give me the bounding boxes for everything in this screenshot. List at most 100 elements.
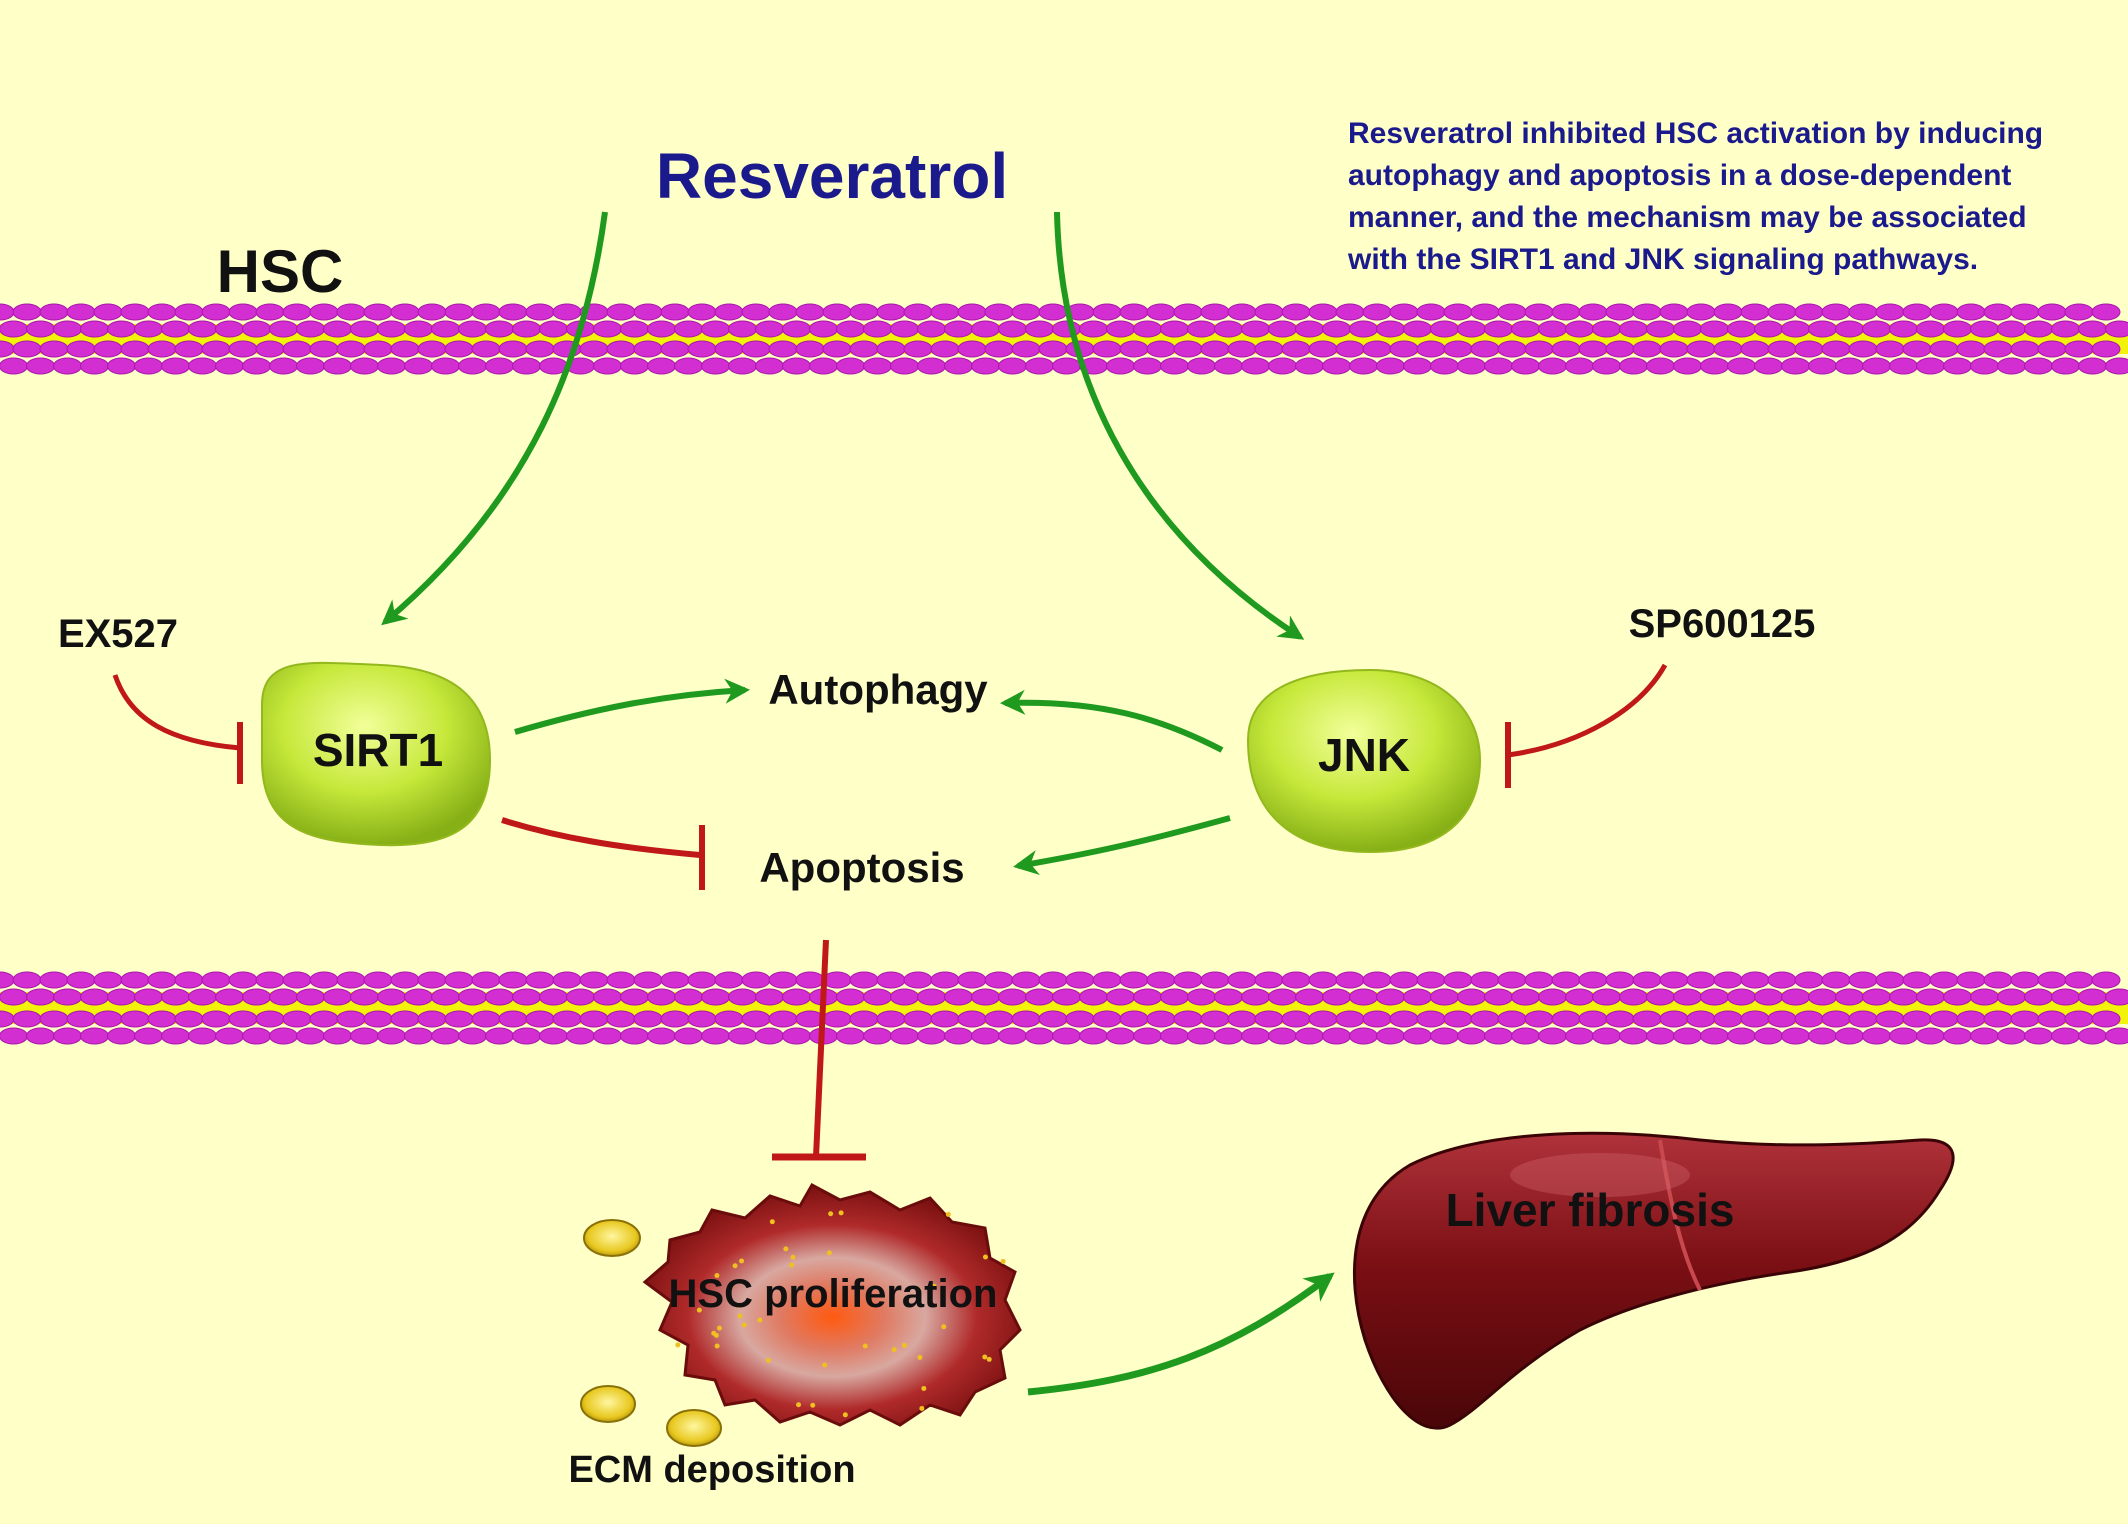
lipid-head xyxy=(1956,971,1986,989)
lipid-head xyxy=(1254,1010,1284,1028)
lipid-head xyxy=(755,357,784,375)
lipid-head xyxy=(242,357,271,375)
lipid-head xyxy=(1497,971,1527,989)
lipid-head xyxy=(1268,1027,1297,1045)
lipid-head xyxy=(1200,303,1230,321)
lipid-head xyxy=(782,1027,811,1045)
lipid-head xyxy=(1713,303,1743,321)
lipid-head xyxy=(1916,988,1945,1006)
lipid-head xyxy=(1308,971,1338,989)
lipid-head xyxy=(836,357,865,375)
lipid-head xyxy=(660,340,690,358)
summary-line: with the SIRT1 and JNK signaling pathway… xyxy=(1347,243,1978,276)
lipid-head xyxy=(863,320,892,338)
granule xyxy=(714,1273,720,1279)
lipid-head xyxy=(404,988,433,1006)
lipid-head xyxy=(633,1010,663,1028)
lipid-head xyxy=(1254,303,1284,321)
lipid-head xyxy=(120,303,150,321)
lipid-head xyxy=(782,357,811,375)
lipid-head xyxy=(890,357,919,375)
lipid-head xyxy=(1362,340,1392,358)
lipid-head xyxy=(768,303,798,321)
lipid-head xyxy=(917,988,946,1006)
lipid-head xyxy=(1875,1010,1905,1028)
lipid-head xyxy=(1754,988,1783,1006)
lipid-head xyxy=(2064,303,2094,321)
lipid-head xyxy=(1538,357,1567,375)
lipid-head xyxy=(120,971,150,989)
lipid-head xyxy=(336,1010,366,1028)
granule xyxy=(915,1286,921,1292)
lipid-head xyxy=(1430,357,1459,375)
lipid-head xyxy=(39,971,69,989)
lipid-head xyxy=(1673,1027,1702,1045)
lipid-head xyxy=(26,1027,55,1045)
lipid-head xyxy=(687,340,717,358)
lipid-head xyxy=(1133,1027,1162,1045)
lipid-head xyxy=(1038,971,1068,989)
lipid-head xyxy=(1902,340,1932,358)
lipid-head xyxy=(107,1027,136,1045)
lipid-head xyxy=(1187,357,1216,375)
lipid-head xyxy=(2064,971,2094,989)
lipid-head xyxy=(647,320,676,338)
lipid-head xyxy=(606,971,636,989)
granule xyxy=(986,1356,992,1362)
lipid-head xyxy=(1133,320,1162,338)
lipid-head xyxy=(323,357,352,375)
lipid-head xyxy=(12,303,42,321)
lipid-head xyxy=(1281,340,1311,358)
lipid-head xyxy=(2051,320,2080,338)
lipid-head xyxy=(741,303,771,321)
lipid-head xyxy=(1281,303,1311,321)
lipid-head xyxy=(269,988,298,1006)
liver-icon: Liver fibrosis xyxy=(1352,1131,1955,1430)
lipid-head xyxy=(1808,320,1837,338)
lipid-head xyxy=(1646,988,1675,1006)
lipid-head xyxy=(1389,1010,1419,1028)
lipid-head xyxy=(957,971,987,989)
lipid-head xyxy=(903,1010,933,1028)
lipid-head xyxy=(309,340,339,358)
lipid-head xyxy=(1241,320,1270,338)
lipid-head xyxy=(1565,1027,1594,1045)
lipid-head xyxy=(674,988,703,1006)
lipid-head xyxy=(2010,303,2040,321)
jnk-node: JNK xyxy=(1246,668,1482,854)
lipid-head xyxy=(1133,357,1162,375)
lipid-head xyxy=(53,988,82,1006)
lipid-head xyxy=(566,988,595,1006)
lipid-head xyxy=(404,1027,433,1045)
lipid-head xyxy=(525,1010,555,1028)
lipid-head xyxy=(1997,988,2026,1006)
lipid-head xyxy=(1956,1010,1986,1028)
lipid-head xyxy=(633,971,663,989)
lipid-head xyxy=(1538,320,1567,338)
lipid-head xyxy=(930,303,960,321)
lipid-head xyxy=(849,1010,879,1028)
granule xyxy=(717,1325,723,1331)
lipid-head xyxy=(1470,1010,1500,1028)
lipid-head xyxy=(323,320,352,338)
lipid-head xyxy=(498,971,528,989)
lipid-head xyxy=(1700,988,1729,1006)
lipid-head xyxy=(1335,340,1365,358)
lipid-head xyxy=(1295,1027,1324,1045)
lipid-head xyxy=(1511,320,1540,338)
lipid-head xyxy=(1322,320,1351,338)
lipid-head xyxy=(323,988,352,1006)
lipid-head xyxy=(93,1010,123,1028)
lipid-head xyxy=(1430,1027,1459,1045)
lipid-head xyxy=(795,303,825,321)
lipid-head xyxy=(2010,971,2040,989)
lipid-head xyxy=(1929,303,1959,321)
lipid-head xyxy=(471,303,501,321)
lipid-head xyxy=(66,971,96,989)
lipid-head xyxy=(1889,1027,1918,1045)
lipid-head xyxy=(701,357,730,375)
lipid-head xyxy=(1983,303,2013,321)
lipid-head xyxy=(0,320,28,338)
lipid-head xyxy=(309,1010,339,1028)
lipid-head xyxy=(215,988,244,1006)
